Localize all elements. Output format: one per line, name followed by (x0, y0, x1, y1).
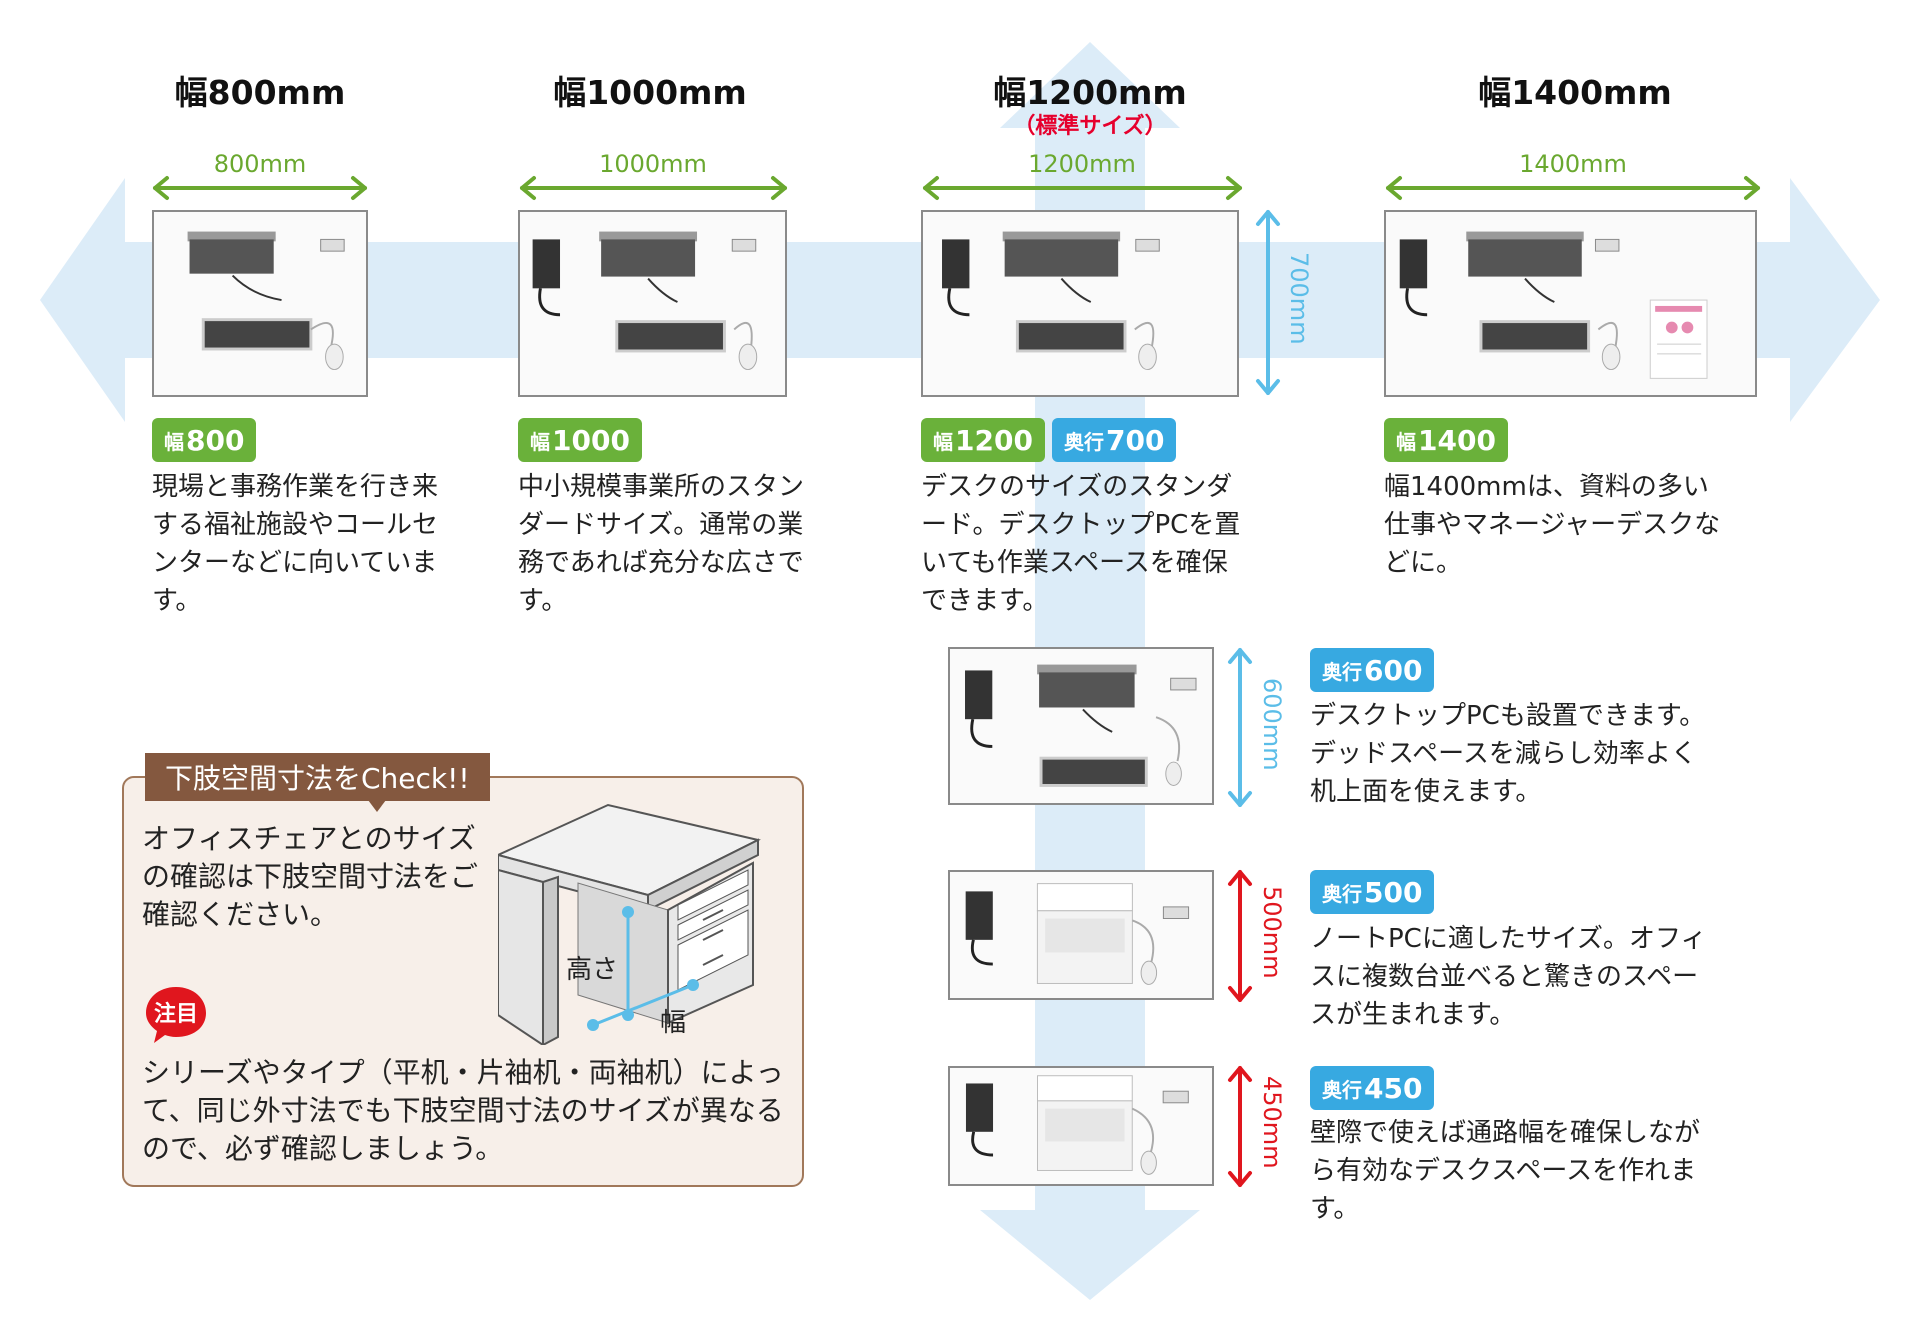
depth-dim-700: 700mm (1285, 252, 1313, 345)
width-label: 幅 (660, 1008, 686, 1038)
check-tag-tail (368, 800, 386, 812)
desk-photo-800 (152, 210, 368, 397)
desk-photo-depth-600 (948, 647, 1214, 805)
desktop-pc-illustration (965, 664, 1197, 787)
depth-dim-500: 500mm (1258, 886, 1286, 979)
description-1400: 幅1400mmは、資料の多い仕事やマネージャーデスクなどに。 (1384, 472, 1721, 578)
column-title-1200: 幅1200mm (993, 73, 1187, 112)
height-label: 高さ (566, 955, 618, 985)
column-title-800: 幅800mm (174, 73, 346, 112)
description-depth-500: ノートPCに適したサイズ。オフィスに複数台並べると驚きのスペースが生まれます。 (1310, 924, 1707, 1030)
width-dimension-arrows (153, 176, 1760, 395)
desktop-pc-illustration (942, 231, 1160, 371)
check-tag: 下肢空間寸法をCheck!! (145, 753, 490, 801)
description-800: 現場と事務作業を行き来する福祉施設やコールセンターなどに向いています。 (152, 472, 439, 616)
depth-dim-600: 600mm (1258, 678, 1286, 771)
desk-leg-space-illustration: 高さ 幅 (498, 803, 761, 1045)
note-badge: 注目 (146, 987, 206, 1043)
desk-photo-1000 (518, 210, 787, 397)
note-label: 注目 (154, 1001, 198, 1027)
depth-dimension-arrows (1228, 648, 1252, 1187)
description-depth-600: デスクトップPCも設置できます。デッドスペースを減らし効率よく机上面を使えます。 (1310, 701, 1706, 807)
column-subtitle-standard: （標準サイズ） (1013, 114, 1167, 139)
column-title-1000: 幅1000mm (553, 73, 747, 112)
description-1000: 中小規模事業所のスタンダードサイズ。通常の業務であれば充分な広さです。 (518, 472, 805, 616)
depth-dim-450: 450mm (1258, 1076, 1286, 1169)
laptop-illustration (965, 1075, 1189, 1175)
column-title-1400: 幅1400mm (1478, 73, 1672, 112)
check-text: オフィスチェアとのサイズの確認は下肢空間寸法をご確認ください。 (142, 822, 479, 931)
width-dim-1400: 1400mm (1519, 150, 1627, 178)
width-dim-800: 800mm (213, 150, 307, 178)
desk-photo-1200 (921, 210, 1239, 397)
width-dim-1000: 1000mm (599, 150, 707, 178)
width-dim-1200: 1200mm (1028, 150, 1136, 178)
desk-photo-1400 (1384, 210, 1757, 397)
laptop-illustration (965, 883, 1190, 985)
note-text: シリーズやタイプ（平机・片袖机・両袖机）によって、同じ外寸法でも下肢空間寸法のサ… (142, 1056, 784, 1165)
desktop-pc-illustration (532, 231, 758, 371)
desktop-pc-illustration (1399, 231, 1708, 379)
description-1200: デスクのサイズのスタンダード。デスクトップPCを置いても作業スペースを確保できま… (921, 472, 1241, 616)
desk-photo-depth-500 (948, 870, 1214, 1000)
description-depth-450: 壁際で使えば通路幅を確保しながら有効なデスクスペースを作れます。 (1310, 1118, 1701, 1224)
desktop-pc-illustration (187, 231, 345, 371)
desk-photo-depth-450 (948, 1066, 1214, 1186)
